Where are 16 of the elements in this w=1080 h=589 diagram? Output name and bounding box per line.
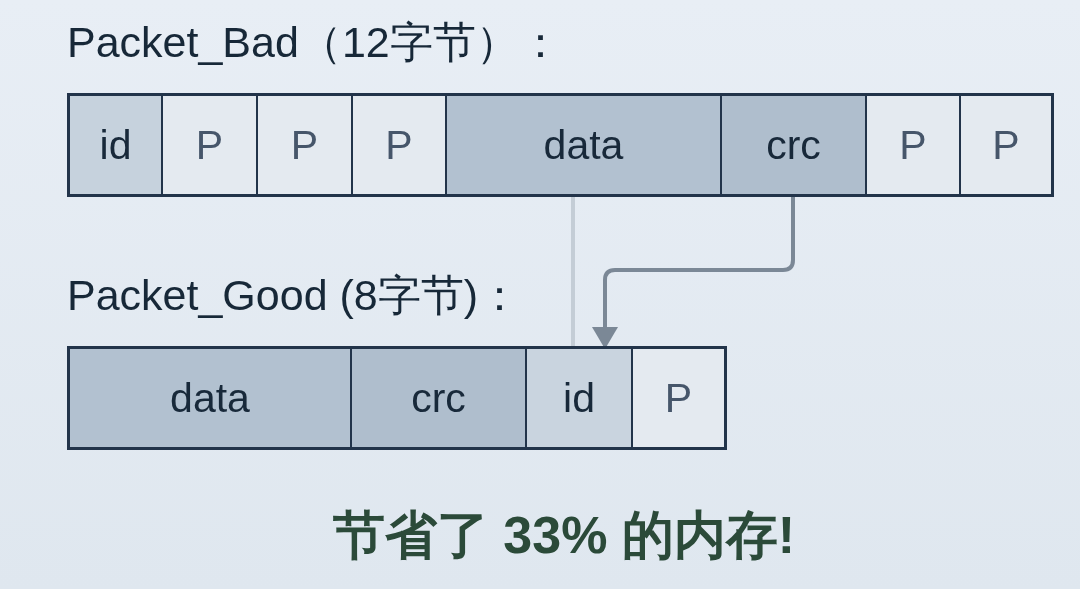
field-cell: id <box>70 96 161 194</box>
field-cell: id <box>525 349 631 447</box>
field-cell: P <box>865 96 959 194</box>
caption-text: 节省了 33% 的内存! <box>331 505 797 566</box>
field-cell: P <box>161 96 256 194</box>
connector-line <box>571 194 575 349</box>
field-cell: data <box>70 349 350 447</box>
field-cell: P <box>256 96 351 194</box>
field-cell: crc <box>350 349 525 447</box>
field-cell: P <box>959 96 1051 194</box>
arrow <box>592 194 795 349</box>
field-cell: data <box>445 96 720 194</box>
row-heading: Packet_Good (8字节)： <box>67 270 522 321</box>
row-heading: Packet_Bad（12字节）： <box>67 17 562 68</box>
field-cell: P <box>351 96 445 194</box>
field-cell: crc <box>720 96 865 194</box>
